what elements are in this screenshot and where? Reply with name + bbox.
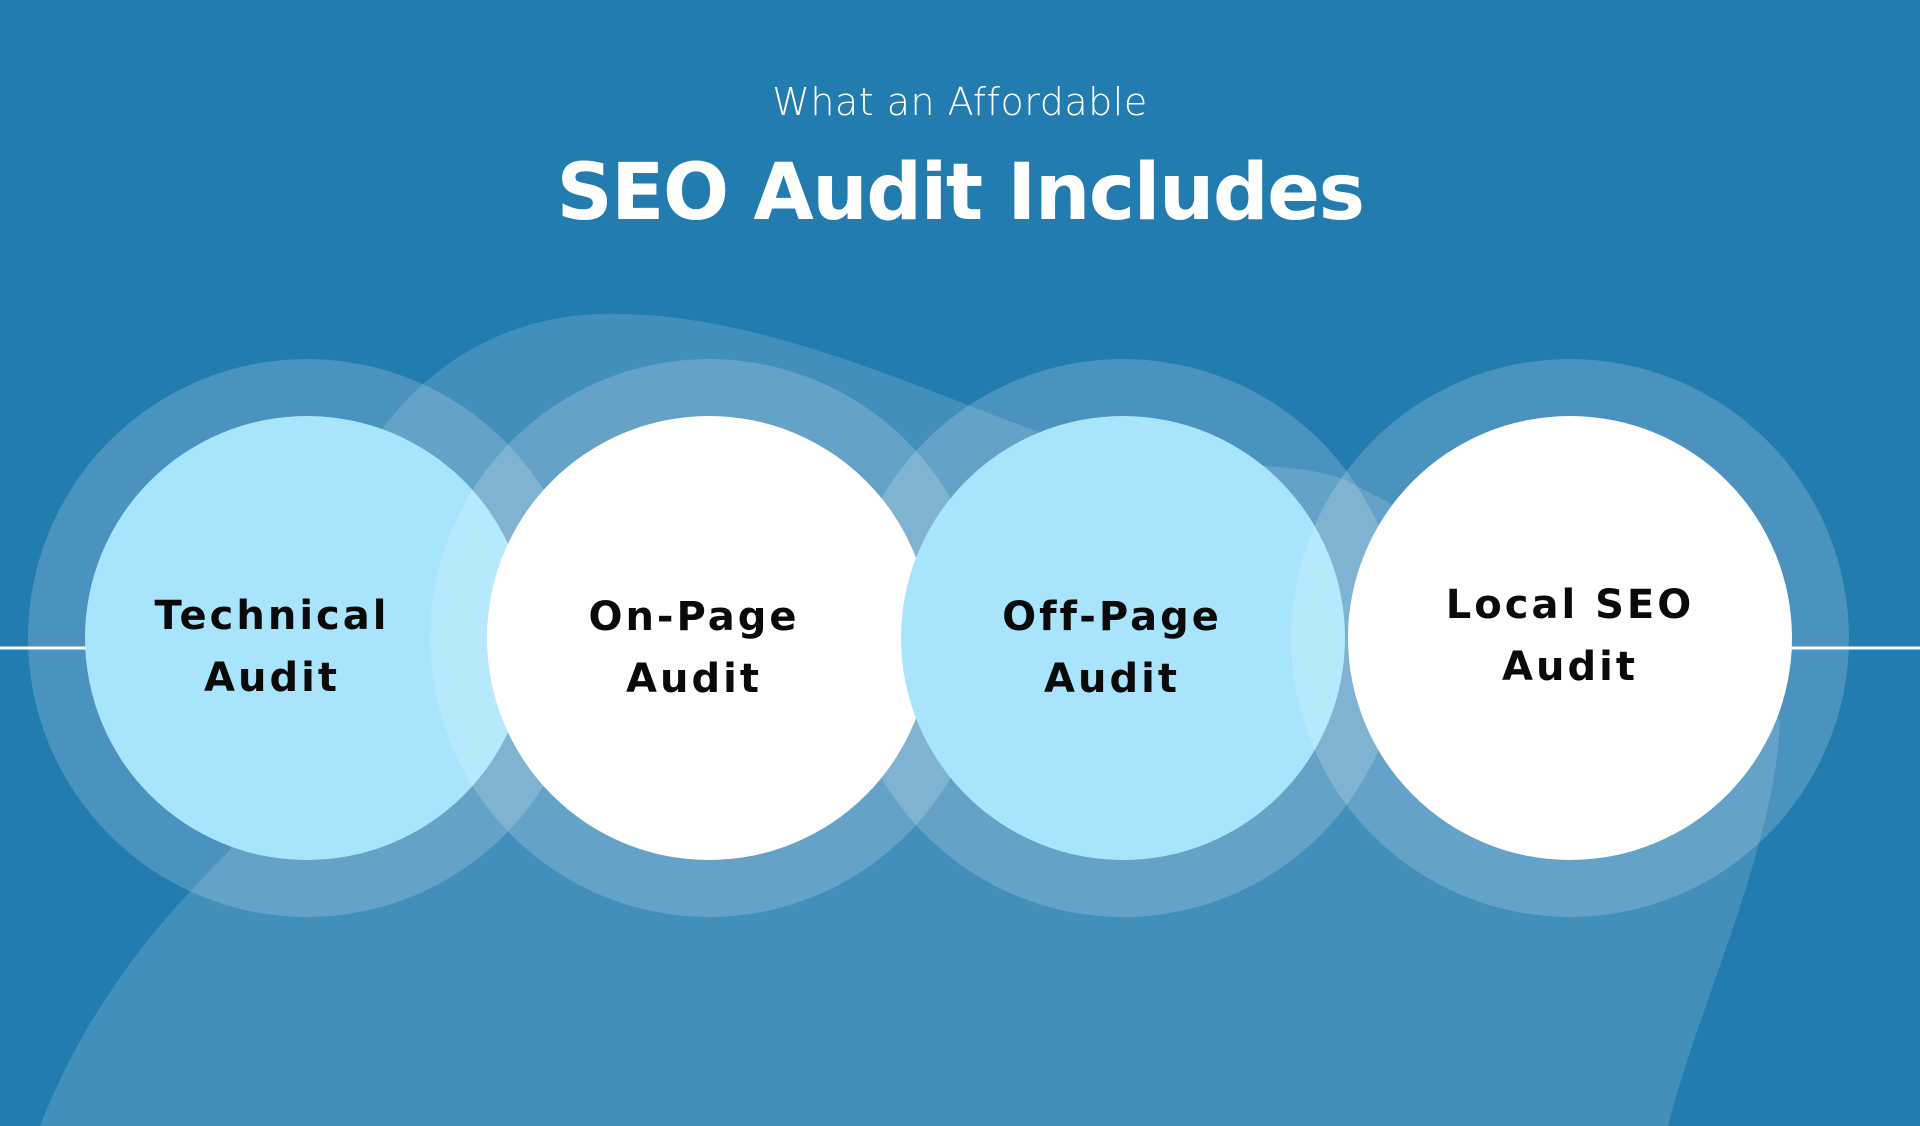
audit-label-off-page: Off-Page Audit bbox=[932, 586, 1292, 710]
audit-label-line2: Audit bbox=[204, 655, 340, 701]
audit-label-line1: Local SEO bbox=[1445, 582, 1695, 628]
audit-label-on-page: On-Page Audit bbox=[514, 586, 874, 710]
audit-label-line2: Audit bbox=[626, 656, 762, 702]
inner-circle-local-seo bbox=[1348, 416, 1792, 860]
inner-circle-technical bbox=[85, 416, 529, 860]
subtitle: What an Affordable bbox=[772, 80, 1148, 124]
inner-circle-on-page bbox=[487, 416, 931, 860]
audit-label-line2: Audit bbox=[1502, 644, 1638, 690]
audit-label-technical: Technical Audit bbox=[92, 585, 452, 709]
audit-label-line1: Off-Page bbox=[1002, 594, 1222, 640]
audit-label-line2: Audit bbox=[1044, 656, 1180, 702]
page-title: SEO Audit Includes bbox=[556, 148, 1365, 238]
audit-label-line1: On-Page bbox=[588, 594, 800, 640]
audit-label-line1: Technical bbox=[154, 593, 390, 639]
inner-circle-off-page bbox=[901, 416, 1345, 860]
audit-label-local-seo: Local SEO Audit bbox=[1390, 574, 1750, 698]
